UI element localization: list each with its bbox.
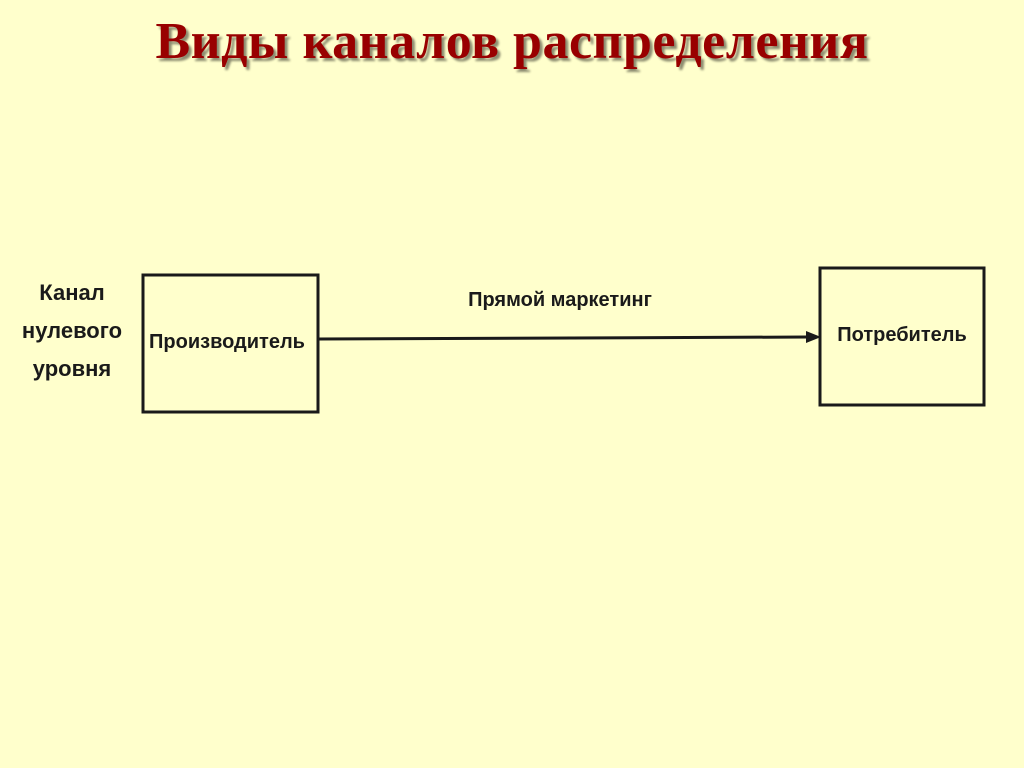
- consumer-box: [818, 266, 986, 407]
- slide-title: Виды каналов распределения: [155, 13, 869, 70]
- channel-label-line-1: Канал: [39, 280, 104, 305]
- producer-box: [141, 273, 320, 414]
- producer-label: Производитель: [149, 331, 305, 353]
- direct-arrow-line: [317, 335, 809, 341]
- arrow-label: Прямой маркетинг: [468, 289, 652, 311]
- arrow-head-icon: [806, 331, 821, 343]
- channel-label-line-2: нулевого: [22, 318, 122, 343]
- channel-label-line-3: уровня: [33, 356, 111, 381]
- consumer-label: Потребитель: [837, 324, 967, 346]
